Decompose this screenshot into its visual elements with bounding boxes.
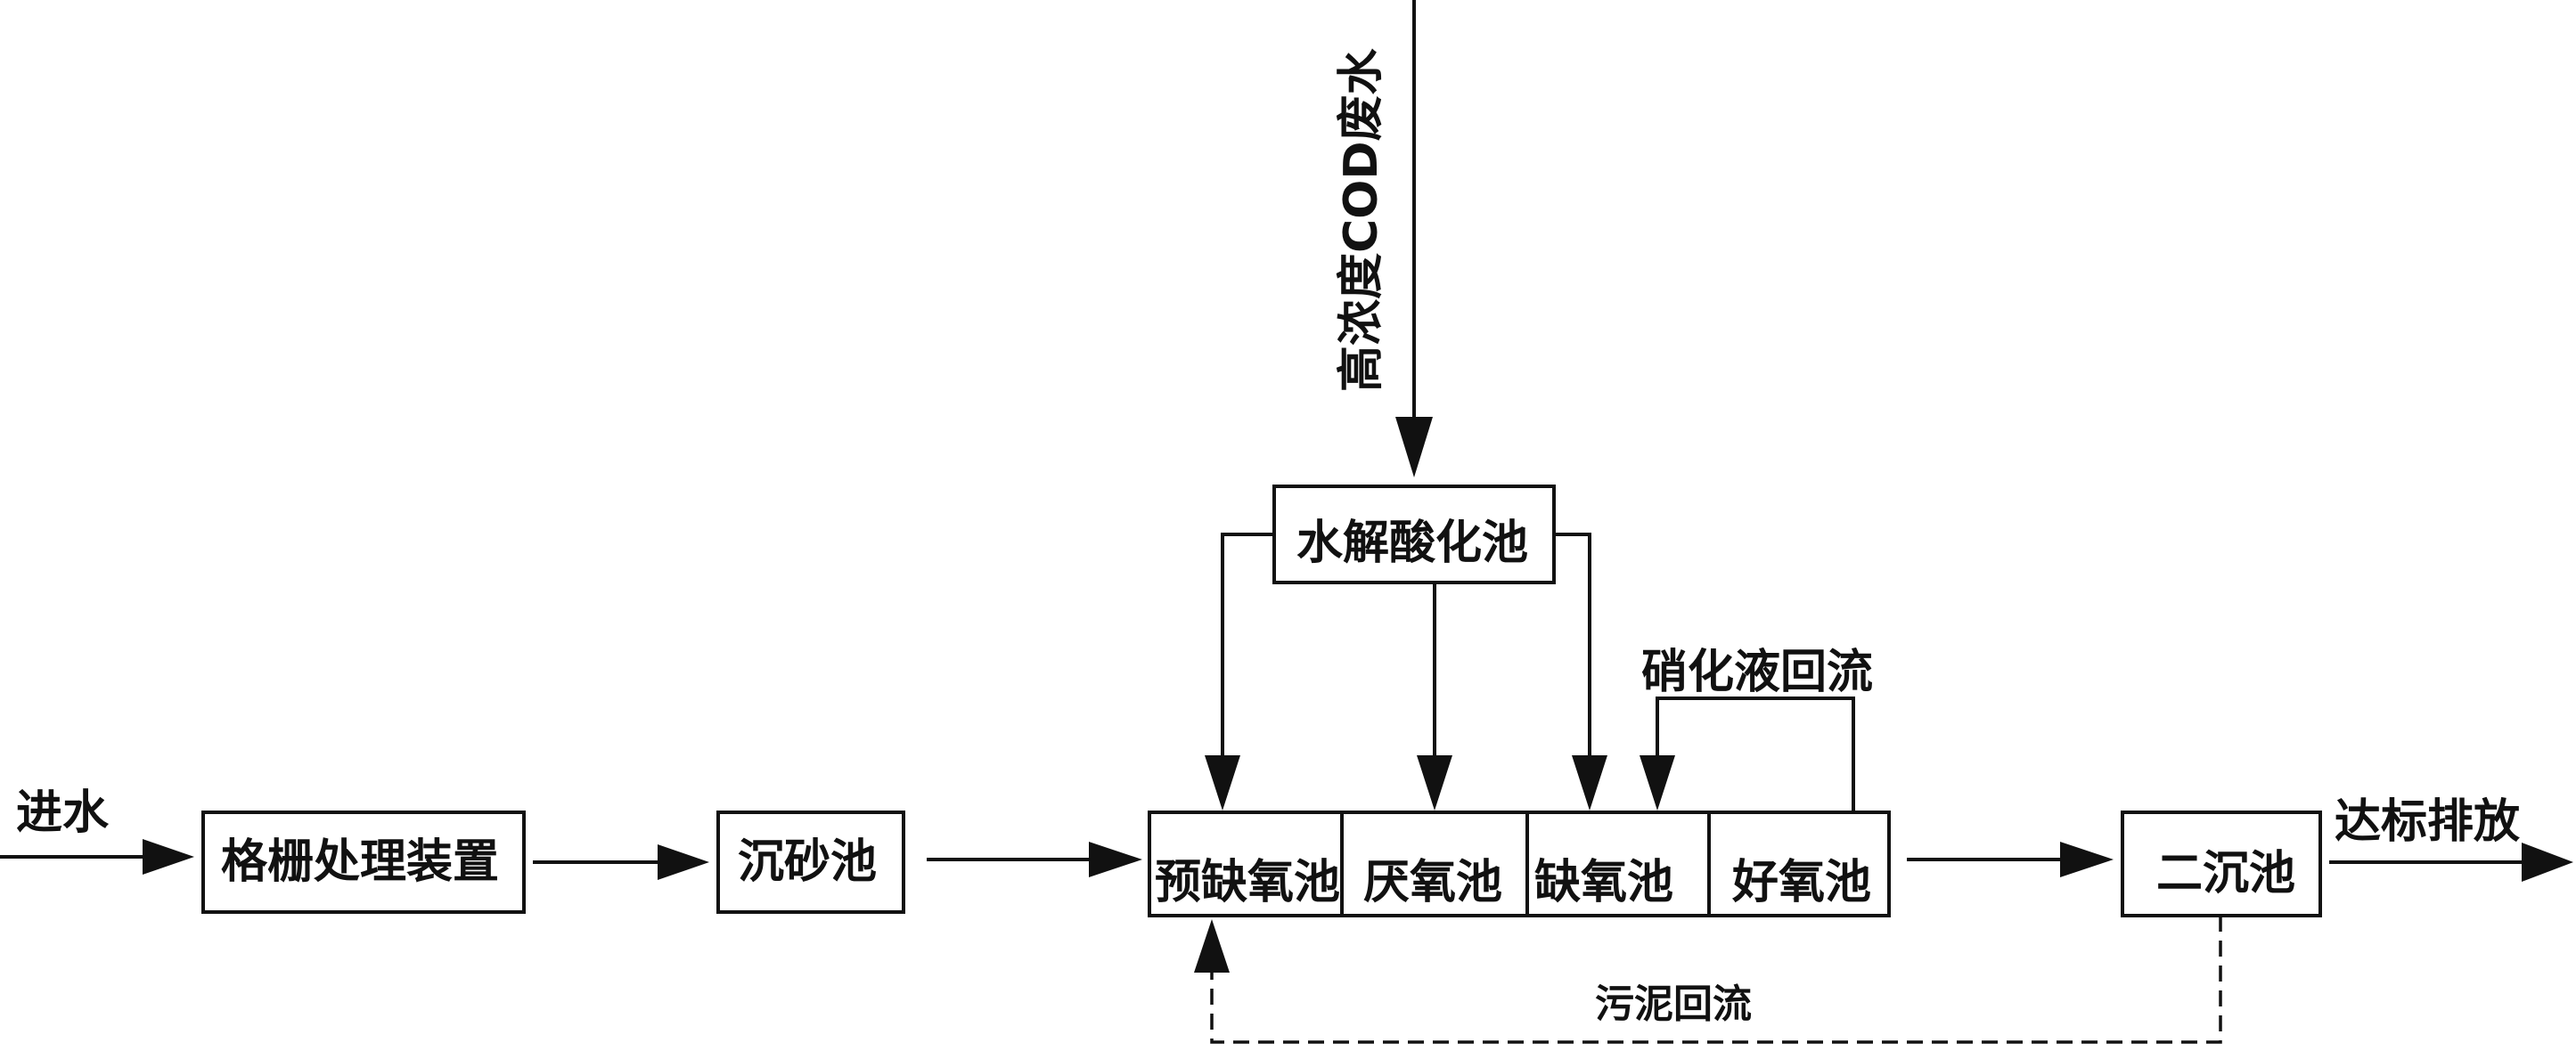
reactor-to-secondary-arrow-icon: [2060, 842, 2114, 877]
reactor-box: [1148, 811, 1891, 917]
hydrolysis-to-anoxic-arrow-icon: [1572, 755, 1607, 811]
grit-to-reactor-arrow-icon: [1089, 842, 1142, 877]
discharge-label: 达标排放: [2335, 795, 2520, 849]
high-cod-label: 高浓度COD废水: [1335, 47, 1388, 392]
high-cod-arrow-icon: [1395, 417, 1433, 477]
grit-chamber-label: 沉砂池: [738, 835, 877, 889]
anoxic-tank-label: 缺氧池: [1534, 856, 1673, 909]
secondary-clarifier-label: 二沉池: [2156, 847, 2295, 900]
sludge-return-line: [1210, 916, 2222, 1044]
input-arrow-icon: [143, 839, 194, 875]
nitrified-return-label: 硝化液回流: [1641, 646, 1873, 699]
grid-treatment-box: [201, 811, 526, 914]
nitrified-return-arrow-icon: [1640, 755, 1675, 811]
nitrified-return-line: [1656, 697, 1855, 812]
aerobic-tank-label: 好氧池: [1731, 856, 1871, 909]
hydrolysis-to-anoxic-line: [1554, 533, 1591, 766]
sludge-return-label: 污泥回流: [1595, 982, 1752, 1027]
hydrolysis-to-anaerobic-arrow-icon: [1417, 755, 1452, 811]
grid-treatment-label: 格栅处理装置: [221, 835, 499, 889]
sludge-return-arrow-icon: [1194, 919, 1230, 973]
grid-to-grit-arrow-icon: [658, 844, 709, 880]
hydrolysis-tank-label: 水解酸化池: [1296, 517, 1528, 570]
hydrolysis-to-pre-anoxic-arrow-icon: [1205, 755, 1240, 811]
hydrolysis-tank-box: [1272, 485, 1556, 584]
anaerobic-tank-label: 厌氧池: [1363, 856, 1502, 909]
grit-chamber-box: [716, 811, 905, 914]
input-label: 进水: [16, 786, 110, 840]
hydrolysis-to-pre-anoxic-line: [1221, 533, 1274, 766]
discharge-arrow-icon: [2522, 843, 2573, 882]
pre-anoxic-tank-label: 预缺氧池: [1155, 856, 1340, 909]
